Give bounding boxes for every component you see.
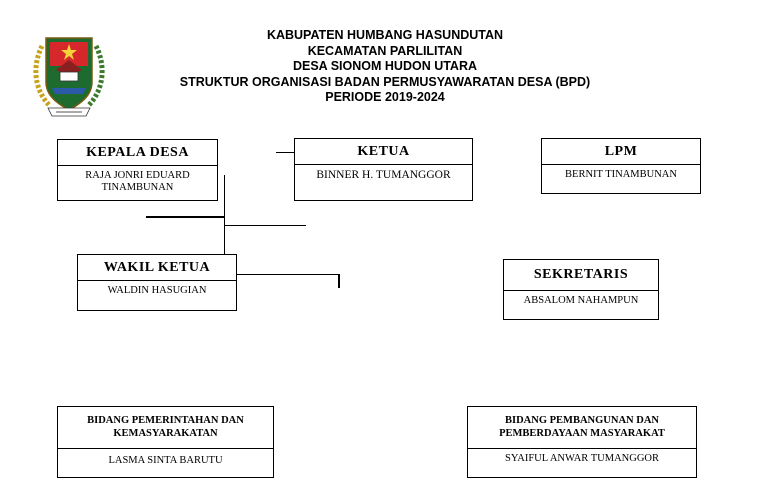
regency-title: KABUPATEN HUMBANG HASUNDUTAN — [266, 28, 504, 42]
connector-line — [146, 216, 224, 218]
lpm-box: LPM BERNIT TINAMBUNAN — [541, 138, 701, 194]
kepala-desa-box: KEPALA DESA RAJA JONRI EDUARD TINAMBUNAN — [57, 139, 218, 201]
document-header: KABUPATEN HUMBANG HASUNDUTAN KECAMATAN P… — [150, 28, 620, 106]
sekretaris-box: SEKRETARIS ABSALOM NAHAMPUN — [503, 259, 659, 320]
district-title: KECAMATAN PARLILITAN — [307, 43, 463, 58]
lpm-title: LPM — [542, 139, 700, 165]
bidang-pemerintahan-box: BIDANG PEMERINTAHAN DAN KEMASYARAKATAN L… — [57, 406, 274, 478]
village-title: DESA SIONOM HUDON UTARA — [292, 59, 478, 73]
sekretaris-name: ABSALOM NAHAMPUN — [523, 295, 639, 306]
ketua-name: BINNER H. TUMANGGOR — [316, 169, 451, 181]
bidang-pemerintahan-title: BIDANG PEMERINTAHAN DAN KEMASYARAKATAN — [58, 407, 273, 449]
wakil-ketua-box: WAKIL KETUA WALDIN HASUGIAN — [77, 254, 237, 311]
ketua-title: KETUA — [295, 139, 472, 165]
bidang-pembangunan-name: SYAIFUL ANWAR TUMANGGOR — [504, 453, 659, 464]
kepala-desa-name: RAJA JONRI EDUARD TINAMBUNAN — [85, 170, 190, 193]
bidang-pembangunan-title: BIDANG PEMBANGUNAN DAN PEMBERDAYAAN MASY… — [468, 407, 696, 449]
connector-line — [224, 225, 306, 226]
kepala-desa-title: KEPALA DESA — [58, 140, 217, 166]
bidang-pemerintahan-name: LASMA SINTA BARUTU — [108, 455, 223, 466]
wakil-ketua-title: WAKIL KETUA — [78, 255, 236, 281]
period-title: PERIODE 2019-2024 — [325, 90, 445, 104]
structure-title: STRUKTUR ORGANISASI BADAN PERMUSYAWARATA… — [179, 74, 591, 89]
sekretaris-title: SEKRETARIS — [504, 260, 658, 291]
connector-line — [236, 274, 339, 275]
connector-line — [224, 175, 225, 255]
regency-crest-icon — [33, 37, 105, 117]
connector-line — [338, 274, 340, 288]
lpm-name: BERNIT TINAMBUNAN — [565, 169, 677, 180]
ketua-box: KETUA BINNER H. TUMANGGOR — [294, 138, 473, 201]
bidang-pembangunan-box: BIDANG PEMBANGUNAN DAN PEMBERDAYAAN MASY… — [467, 406, 697, 478]
wakil-ketua-name: WALDIN HASUGIAN — [107, 285, 207, 296]
